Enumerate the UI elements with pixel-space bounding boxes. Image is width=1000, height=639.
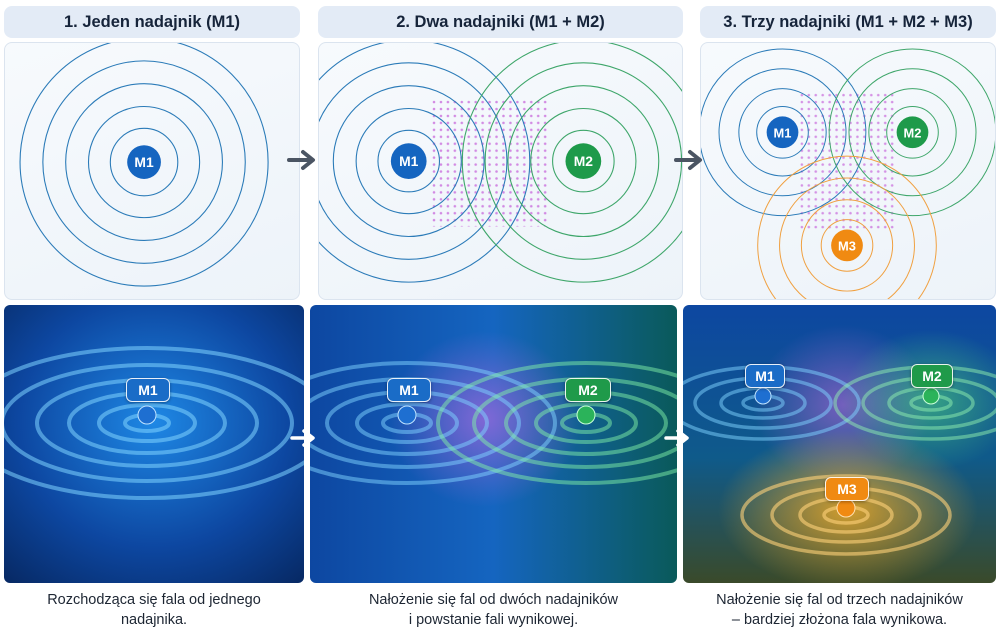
caption-line: – bardziej złożona fala wynikowa. [731, 612, 948, 628]
arrow-right-icon [287, 150, 315, 170]
m1-emitter-label: M1 [774, 125, 792, 140]
diagram-1-svg: M1 [19, 43, 269, 287]
panel-2-title: 2. Dwa nadajniki (M1 + M2) [318, 6, 683, 38]
diagram-panel-3: M1 M2 M3 [700, 42, 996, 300]
caption-panel-3: Nałożenie się fal od trzech nadajników – … [683, 585, 996, 635]
m1-emitter [127, 145, 161, 179]
m1-emitter [390, 143, 427, 179]
caption-line: nadajnika. [120, 612, 188, 628]
diagram-3-svg: M1 M2 M3 [701, 48, 995, 299]
panel-3-title: 3. Trzy nadajniki (M1 + M2 + M3) [700, 6, 996, 38]
m2-water-label: M2 [565, 378, 611, 402]
m1-emitter-label: M1 [399, 153, 419, 169]
m3-emitter-label: M3 [838, 238, 856, 253]
water-panel-1: M1 [4, 305, 304, 583]
diagram-panel-2: M1 M2 [318, 42, 683, 300]
water-3-svg [683, 305, 996, 583]
m1-water-label: M1 [126, 378, 170, 402]
m2-emitter-label: M2 [574, 153, 594, 169]
m2-emitter [565, 143, 602, 179]
arrow-right-icon [290, 429, 315, 447]
caption-line: Nałożenie się fal od trzech nadajników [716, 592, 963, 608]
m2-water-label: M2 [911, 364, 953, 388]
caption-line: i powstanie fali wynikowej. [408, 612, 579, 628]
m3-emitter [831, 229, 863, 262]
m1-emitter [766, 116, 799, 149]
m2-emitter [896, 116, 929, 149]
arrow-right-icon [674, 150, 702, 170]
panel-1-title: 1. Jeden nadajnik (M1) [4, 6, 300, 38]
water-panel-2: M1 M2 [310, 305, 677, 583]
m1-emitter-label: M1 [134, 154, 154, 170]
m2-emitter-label: M2 [904, 125, 922, 140]
arrow-right-icon [664, 429, 689, 447]
m1-water-label: M1 [387, 378, 431, 402]
water-panel-3: M1 M2 M3 [683, 305, 996, 583]
caption-line: Rozchodząca się fala od jednego [47, 592, 261, 608]
caption-line: Nałożenie się fal od dwóch nadajników [368, 592, 619, 608]
m1-water-label: M1 [745, 364, 785, 388]
water-1-svg [4, 305, 304, 583]
caption-panel-1: Rozchodząca się fala od jednego nadajnika… [4, 585, 304, 635]
water-2-svg [310, 305, 677, 583]
m3-water-label: M3 [825, 477, 869, 501]
diagram-panel-1: M1 [4, 42, 300, 300]
diagram-2-svg: M1 M2 [319, 43, 682, 283]
caption-panel-2: Nałożenie się fal od dwóch nadajników i p… [310, 585, 677, 635]
